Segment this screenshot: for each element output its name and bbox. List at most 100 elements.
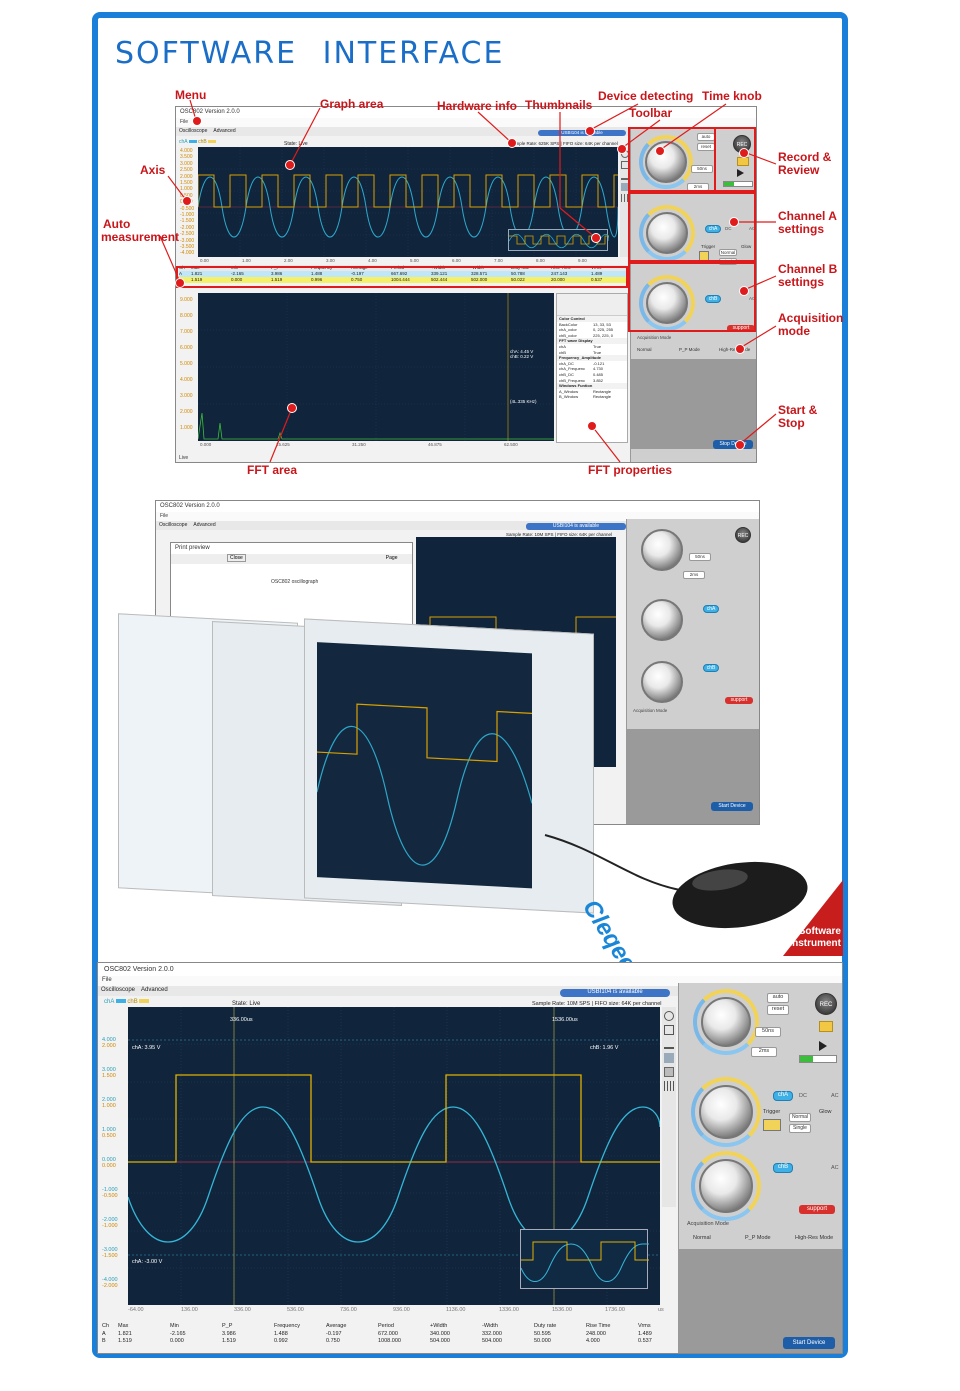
tab-advanced-2[interactable]: Advanced — [193, 522, 216, 528]
folder-icon-3[interactable] — [819, 1021, 833, 1032]
print-icon-3[interactable] — [664, 1067, 674, 1077]
trigger-checkbox[interactable]: Trigger — [701, 244, 716, 249]
fft-area[interactable]: chA: 4.45 V chB: 0.22 V (4L.335 KHz) — [198, 293, 554, 441]
support-button-2[interactable]: support — [725, 697, 753, 704]
chb-button[interactable]: chB — [705, 295, 721, 303]
fft-property-row[interactable]: Frequency_Amplitude — [557, 355, 627, 361]
channel-legend: chA chB — [179, 139, 217, 145]
channel-a-knob-3[interactable] — [699, 1085, 753, 1139]
cha-button-2[interactable]: chA — [703, 605, 719, 613]
measurement-cell: 50.022 — [511, 277, 525, 282]
y-tick-3-secondary: -1.000 — [102, 1223, 118, 1229]
x-tick-3: 136.00 — [181, 1307, 198, 1313]
grid-icon[interactable] — [621, 194, 629, 202]
support-button-3[interactable]: support — [799, 1205, 835, 1214]
dot-graph — [285, 160, 295, 170]
save-icon[interactable] — [621, 183, 629, 191]
acq-hires-radio-3[interactable]: High-Res Mode — [795, 1235, 834, 1241]
tab-oscilloscope-3[interactable]: Oscilloscope — [101, 987, 136, 993]
rec-button-2[interactable]: REC — [735, 527, 751, 543]
time-select-5[interactable]: 50ns — [755, 1027, 781, 1037]
glow-checkbox[interactable]: Glow — [741, 244, 752, 249]
fft-property-row[interactable]: Windows Funtion — [557, 383, 627, 389]
measurement-cell: 0.537 — [638, 1338, 652, 1344]
dot-measure — [175, 278, 185, 288]
channel-b-knob[interactable] — [646, 282, 688, 324]
grid-icon-3[interactable] — [664, 1081, 674, 1091]
stop-device-button[interactable]: Stop Device — [713, 440, 753, 449]
channel-b-knob-3[interactable] — [699, 1159, 753, 1213]
acq-normal-radio[interactable]: Normal — [637, 347, 652, 352]
acq-hires-radio[interactable]: High-Res Mode — [719, 347, 750, 352]
measurement-cell: 1.519 — [118, 1338, 132, 1344]
trigger-checkbox-3[interactable]: Trigger — [763, 1109, 781, 1115]
reset-button-3[interactable]: reset — [767, 1005, 789, 1015]
measure-icon-3[interactable] — [664, 1039, 674, 1049]
time-select-1[interactable]: 50ns — [691, 165, 713, 173]
acq-pp-radio[interactable]: P_P Mode — [679, 347, 700, 352]
fft-property-name: chA_DC — [559, 360, 574, 366]
channel-a-knob-2[interactable] — [641, 599, 683, 641]
save-icon-3[interactable] — [664, 1053, 674, 1063]
acquisition-mode-label-3: Acquisition Mode — [687, 1221, 729, 1227]
time-select-6[interactable]: 2ms — [751, 1047, 777, 1057]
menu-file[interactable]: File — [176, 118, 756, 127]
rec-button-3[interactable]: REC — [815, 993, 837, 1015]
fft-property-row[interactable]: Color Control — [557, 316, 627, 322]
measurement-cell: B — [102, 1338, 106, 1344]
zoom-icon-3[interactable] — [664, 1011, 674, 1021]
fft-property-value: 3.852 — [593, 377, 604, 383]
tab-advanced-3[interactable]: Advanced — [141, 987, 168, 993]
tab-oscilloscope[interactable]: Oscilloscope — [179, 128, 208, 134]
play-icon-3[interactable] — [819, 1041, 827, 1051]
normal-button-3[interactable]: Normal — [789, 1113, 811, 1122]
glow-checkbox-3[interactable]: Glow — [819, 1109, 832, 1115]
print-page-label: Page — [385, 555, 398, 561]
label-device-detecting: Device detecting — [598, 89, 694, 103]
time-knob-3[interactable] — [701, 997, 751, 1047]
start-device-button-3[interactable]: Start Device — [783, 1337, 835, 1349]
auto-button-3[interactable]: auto — [767, 993, 789, 1003]
tab-oscilloscope-2[interactable]: Oscilloscope — [159, 522, 188, 528]
play-icon[interactable] — [737, 169, 744, 177]
acq-normal-radio-3[interactable]: Normal — [693, 1235, 711, 1241]
measurement-cell: 50.000 — [534, 1338, 551, 1344]
cha-button-3[interactable]: chA — [773, 1091, 793, 1101]
thumbnail-preview-3[interactable] — [520, 1229, 649, 1289]
time-knob-2[interactable] — [641, 529, 683, 571]
graph-area-3[interactable]: 336.00us 1536.00us chA: 3.95 V chB: 1.96… — [128, 1007, 660, 1305]
start-device-button-2[interactable]: Start Device — [711, 802, 753, 811]
cha-button[interactable]: chA — [705, 225, 721, 233]
measurement-cell: 332.000 — [482, 1330, 502, 1337]
y-tick-3: 2.000 — [102, 1097, 116, 1103]
print-close-button[interactable]: Close — [227, 554, 246, 562]
cursor-icon-3[interactable] — [664, 1025, 674, 1035]
single-button-3[interactable]: Single — [789, 1124, 811, 1133]
channel-b-knob-2[interactable] — [641, 661, 683, 703]
menu-file-2[interactable]: File — [156, 512, 759, 521]
time-select-4[interactable]: 2ms — [683, 571, 705, 579]
acq-pp-radio-3[interactable]: P_P Mode — [745, 1235, 771, 1241]
chb-button-3[interactable]: chB — [773, 1163, 793, 1173]
tab-advanced[interactable]: Advanced — [213, 128, 236, 134]
time-select-3[interactable]: 50ns — [689, 553, 711, 561]
trigger-edge-icon-3[interactable] — [763, 1119, 781, 1131]
measure-icon[interactable] — [621, 172, 629, 180]
chb-button-2[interactable]: chB — [703, 664, 719, 672]
graph-area[interactable] — [198, 147, 618, 257]
normal-button[interactable]: Normal — [719, 249, 737, 256]
fft-property-row[interactable]: FFT wave Display — [557, 338, 627, 344]
channel-a-knob[interactable] — [646, 212, 688, 254]
menu-file-3[interactable]: File — [98, 976, 842, 986]
fft-property-row[interactable]: chA_DC-0.121 — [557, 361, 627, 367]
